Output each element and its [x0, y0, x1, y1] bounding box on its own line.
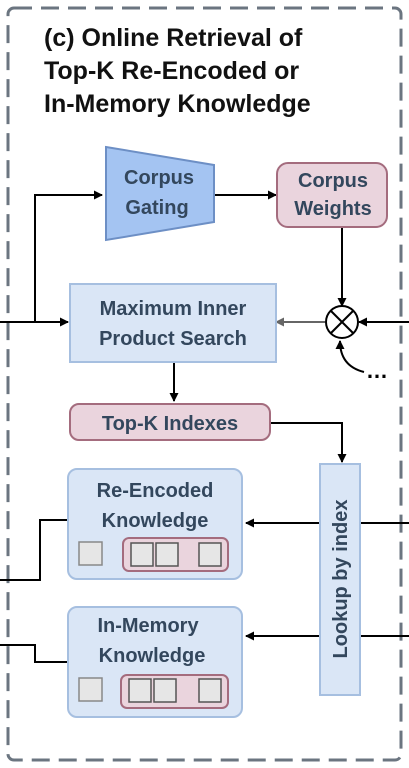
re-encoded-label-1: Re-Encoded: [97, 480, 214, 502]
panel-border: [6, 6, 403, 762]
re-encoded-cell-1: [130, 542, 154, 567]
corpus-weights-label-2: Weights: [294, 198, 371, 220]
re-encoded-cell-3: [198, 542, 222, 567]
in-memory-cell-1: [128, 678, 152, 703]
in-memory-cell-2: [153, 678, 177, 703]
corpus-weights-box: [276, 162, 388, 228]
arrow-input-to-gating: [34, 190, 103, 322]
panel-title-line-1: (c) Online Retrieval of: [44, 24, 303, 52]
corpus-weights-label-1: Corpus: [298, 170, 368, 192]
mips-label-2: Product Search: [99, 328, 247, 350]
panel-title-line-3: In-Memory Knowledge: [44, 90, 311, 118]
line-in-memory-out: [0, 644, 68, 663]
arrow-ellipsis-to-multiply: [335, 340, 365, 373]
topk-indexes-box: [69, 403, 271, 441]
in-memory-query-cell: [78, 677, 103, 702]
multiply-cross-b: [330, 310, 354, 334]
ellipsis-label: …: [366, 358, 388, 383]
re-encoded-cell-2: [155, 542, 179, 567]
in-memory-label-1: In-Memory: [97, 615, 199, 637]
panel-title: (c) Online Retrieval of Top-K Re-Encoded…: [44, 22, 384, 121]
in-memory-cell-3: [198, 678, 222, 703]
arrow-topk-to-lookup: [270, 422, 347, 463]
re-encoded-query-cell: [78, 541, 103, 566]
mips-label-1: Maximum Inner: [100, 298, 247, 320]
re-encoded-label-2: Knowledge: [102, 510, 209, 532]
topk-indexes-label: Top-K Indexes: [102, 413, 238, 435]
mips-box: [69, 283, 277, 363]
in-memory-label-2: Knowledge: [99, 645, 206, 667]
corpus-gating-label-1: Corpus: [124, 167, 194, 189]
lookup-by-index-label: Lookup by index: [330, 500, 352, 659]
line-re-encoded-out: [0, 519, 68, 581]
panel-title-line-2: Top-K Re-Encoded or: [44, 57, 300, 85]
corpus-gating-block: [105, 145, 215, 242]
lookup-by-index-bar: [319, 463, 361, 696]
corpus-gating-label-2: Gating: [125, 197, 188, 219]
